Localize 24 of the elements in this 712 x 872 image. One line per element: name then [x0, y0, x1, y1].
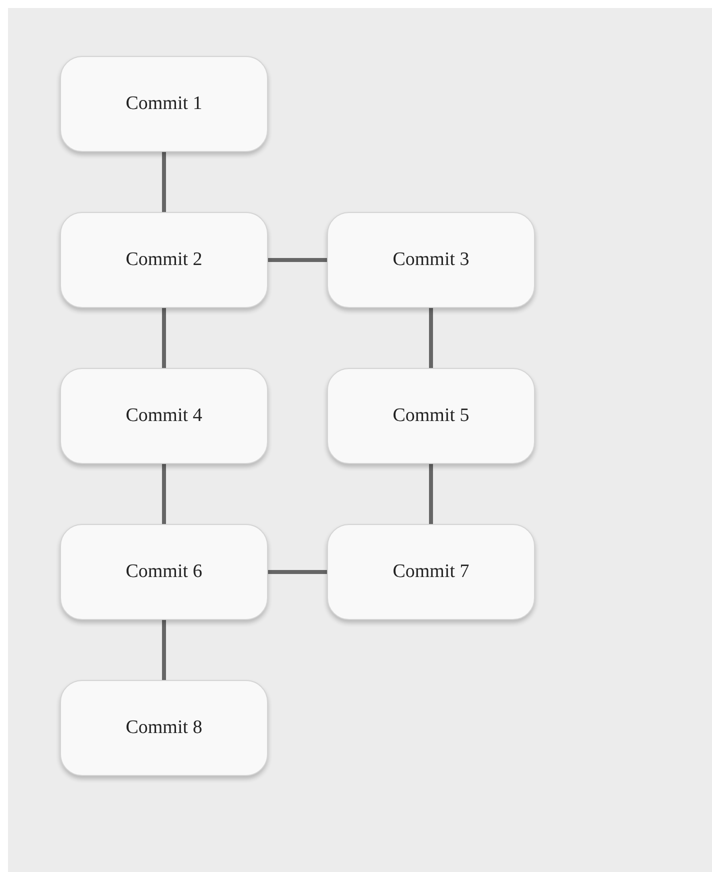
connector-line [162, 620, 166, 680]
commit-box [327, 368, 535, 464]
commit-box [60, 368, 268, 464]
connector-line [162, 152, 166, 212]
connector-line [429, 308, 433, 368]
commit-box [60, 680, 268, 776]
commit-box [60, 212, 268, 308]
connector-line [268, 570, 327, 574]
connector-line [268, 258, 327, 262]
connector-line [429, 464, 433, 524]
commit-label: Commit 4 [126, 405, 202, 427]
connector-line [162, 464, 166, 524]
commit-label: Commit 2 [126, 249, 202, 271]
commit-label: Commit 6 [126, 561, 202, 583]
commit-box [60, 524, 268, 620]
connector-line [162, 308, 166, 368]
commit-label: Commit 5 [392, 405, 470, 427]
commit-label: Commit 8 [126, 717, 202, 739]
commit-label: Commit 3 [392, 249, 470, 271]
commit-label: Commit 1 [126, 93, 202, 115]
commit-box [60, 56, 268, 152]
commit-label: Commit 7 [392, 561, 470, 583]
commit-box [327, 212, 535, 308]
commit-box [327, 524, 535, 620]
